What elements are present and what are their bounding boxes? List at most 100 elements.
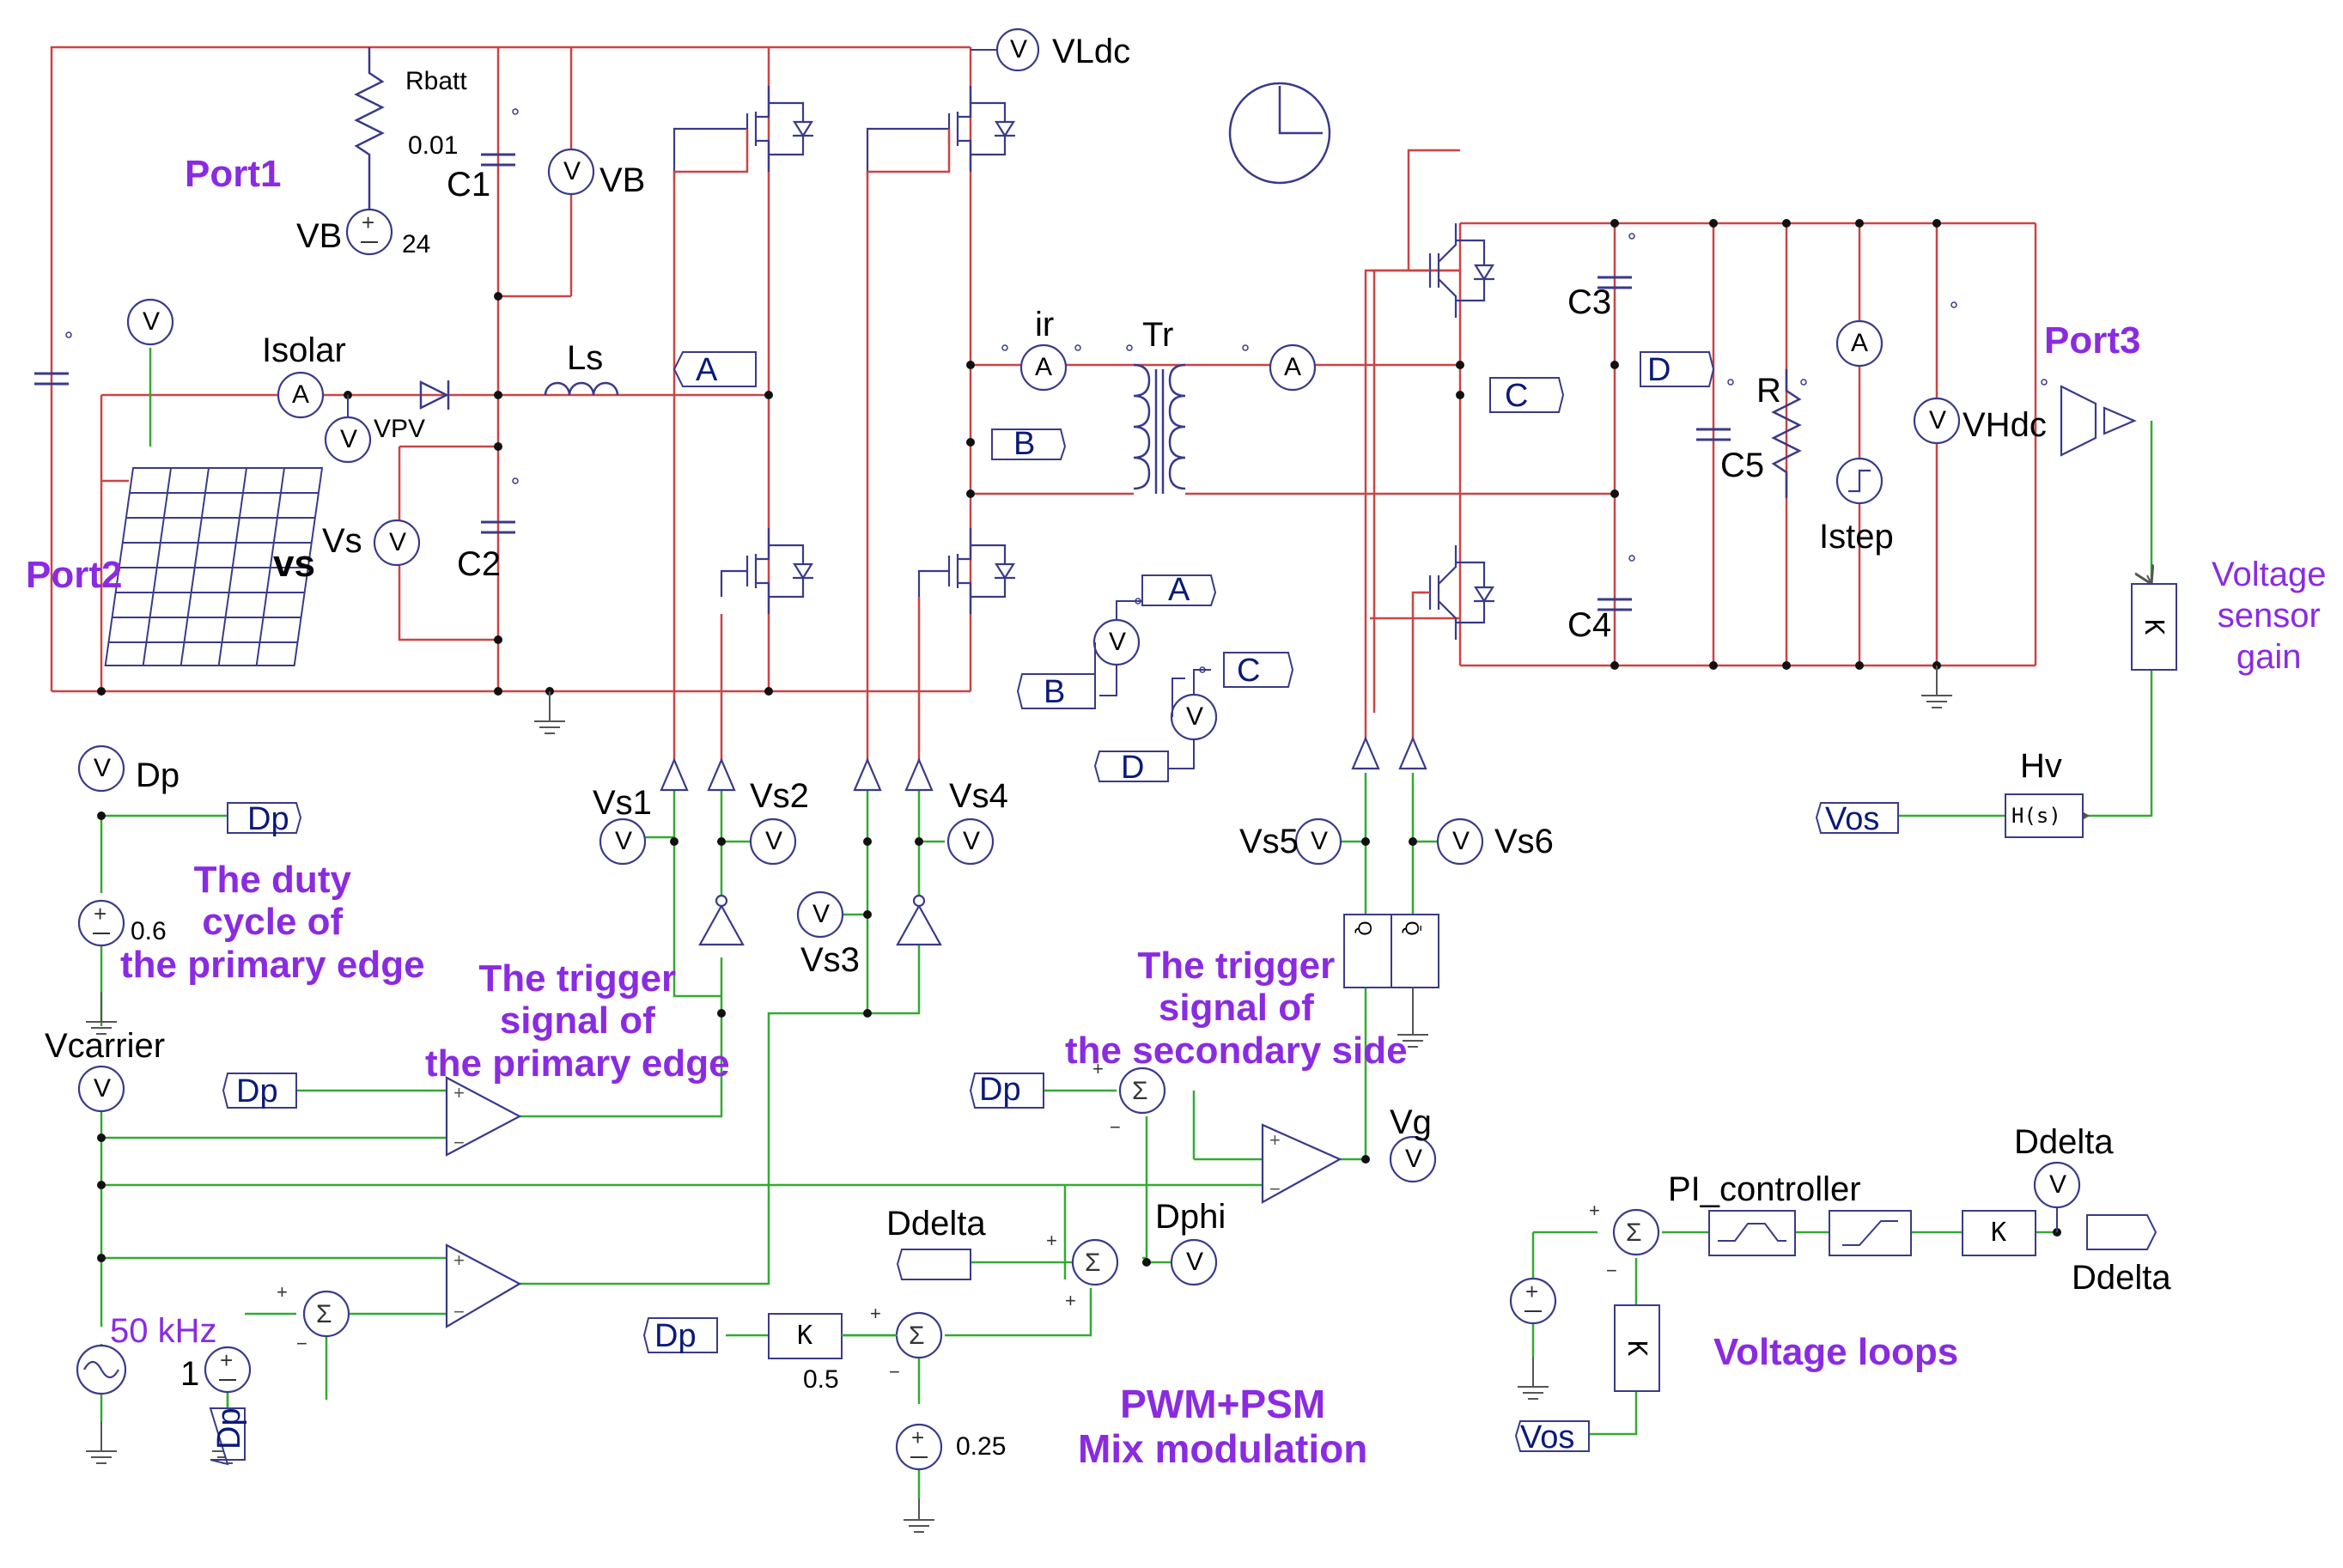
- vs2-meter-icon: V: [765, 827, 783, 855]
- svg-text:−: −: [453, 1132, 465, 1153]
- junctions: [97, 219, 2061, 1267]
- tag-c-meter: C: [1237, 653, 1261, 689]
- offset-value: 0.25: [956, 1432, 1007, 1461]
- svg-text:Σ: Σ: [1085, 1249, 1101, 1277]
- tag-dp-secondary: Dp: [979, 1072, 1021, 1108]
- dp-meter-icon: V: [94, 754, 112, 782]
- transformer: [1133, 363, 1186, 494]
- vldc-meter-icon: V: [1010, 35, 1028, 64]
- vb-source-label: VB: [296, 217, 343, 255]
- vhdc-meter-icon: V: [1929, 406, 1947, 435]
- ddelta-input-label: Ddelta: [886, 1205, 986, 1243]
- vs3-label: Vs3: [800, 941, 860, 979]
- vs1-meter-icon: V: [615, 827, 633, 855]
- secondary-current-icon: A: [1284, 353, 1302, 381]
- hs-text: H(s): [2011, 804, 2061, 828]
- istep-label: Istep: [1819, 518, 1894, 556]
- vs6-label: Vs6: [1494, 823, 1554, 860]
- solar-panel: [104, 467, 324, 666]
- solar-panel-wires: [101, 479, 129, 483]
- duty-cycle-note: The duty cycle of the primary edge: [120, 859, 425, 986]
- tag-a-meter: A: [1168, 572, 1190, 608]
- dc-sources: [77, 208, 1557, 1471]
- vcd-meter-icon: V: [1186, 702, 1204, 731]
- pi-controller-label: PI_controller: [1668, 1170, 1861, 1208]
- vs5-label: Vs5: [1239, 823, 1299, 860]
- svg-text:+: +: [453, 1249, 465, 1271]
- vs-meter-label: Vs: [322, 522, 362, 560]
- c1-label: C1: [447, 166, 491, 204]
- dp-meter-label: Dp: [136, 757, 180, 794]
- svg-text:Σ: Σ: [316, 1300, 332, 1328]
- vcarrier-meter-icon: V: [94, 1074, 112, 1103]
- ddelta-meter-label: Ddelta: [2014, 1123, 2114, 1161]
- svg-text:+: +: [1269, 1129, 1281, 1151]
- r-label: R: [1756, 372, 1781, 410]
- svg-text:−: −: [1606, 1260, 1617, 1281]
- vs-source-label: vs: [273, 543, 315, 585]
- vb-meter-icon: V: [563, 157, 581, 185]
- svg-text:+: +: [1092, 1058, 1104, 1079]
- rbatt-value: 0.01: [408, 131, 459, 160]
- istep-source: [1835, 457, 1884, 505]
- signal-wires: [100, 348, 2153, 1436]
- diode: [419, 380, 450, 410]
- rbatt-resistor: [354, 47, 385, 219]
- tag-dp-carrier: Dp: [211, 1407, 247, 1449]
- grounds: [86, 665, 1952, 1533]
- ir-label: ir: [1035, 306, 1055, 343]
- svg-text:+: +: [362, 210, 374, 235]
- port3-label: Port3: [2044, 319, 2141, 362]
- svg-text:+: +: [911, 1425, 924, 1450]
- tag-a-main: A: [696, 352, 718, 388]
- svg-text:+: +: [220, 1347, 233, 1373]
- vg-label: Vg: [1390, 1103, 1432, 1141]
- c3-label: C3: [1567, 283, 1612, 321]
- rbatt-label: Rbatt: [405, 67, 467, 95]
- comparator-signs: +− +− +−: [453, 1082, 1281, 1322]
- gate-wires: [672, 129, 951, 777]
- ls-inductor: [544, 381, 619, 396]
- vldc-label: VLdc: [1052, 33, 1131, 70]
- svg-text:+: +: [1046, 1230, 1057, 1251]
- vs2-label: Vs2: [750, 777, 809, 815]
- k-value: 0.5: [803, 1365, 839, 1394]
- svg-text:+: +: [1525, 1279, 1538, 1304]
- vb-meter-label: VB: [599, 161, 646, 199]
- transfer-block: [2005, 793, 2084, 838]
- load-resistor: [1771, 369, 1802, 498]
- c5-label: C5: [1720, 447, 1765, 484]
- tag-vos-in: Vos: [1520, 1419, 1575, 1456]
- clock-icon: [1228, 82, 1331, 185]
- vab-meter-icon: V: [1109, 628, 1127, 656]
- ac-source: [76, 1344, 127, 1395]
- gain-k2-text: K: [1991, 1218, 2007, 1248]
- voltage-loops-note: Voltage loops: [1713, 1331, 1959, 1373]
- capacitors: [34, 153, 1731, 611]
- vs1-label: Vs1: [593, 784, 652, 822]
- svg-text:−: −: [296, 1333, 307, 1354]
- vs5-meter-icon: V: [1311, 827, 1329, 855]
- dphi-meter-icon: V: [1186, 1248, 1204, 1276]
- vs6-meter-icon: V: [1452, 827, 1470, 855]
- vhdc-label: VHdc: [1963, 406, 2047, 444]
- tag-dp-out: Dp: [247, 801, 289, 837]
- secondary-igbts: [1428, 223, 1494, 640]
- summers: [302, 1067, 1660, 1359]
- dp-value: 0.6: [131, 917, 167, 945]
- isolar-label: Isolar: [262, 331, 346, 369]
- vcarrier-label: Vcarrier: [45, 1027, 166, 1065]
- svg-text:+: +: [1589, 1200, 1600, 1221]
- comparators: [445, 1076, 1342, 1328]
- vs3-meter-icon: V: [812, 900, 831, 928]
- tag-c-main: C: [1505, 378, 1529, 414]
- voltage-sensor-gain-note: Voltage sensor gain: [2212, 556, 2327, 676]
- one-label: 1: [180, 1355, 200, 1393]
- svg-text:−: −: [889, 1361, 900, 1383]
- pi-controller: [1708, 1210, 1912, 1256]
- svg-text:+: +: [1065, 1290, 1076, 1311]
- pwm-psm-note: PWM+PSM Mix modulation: [1078, 1382, 1368, 1471]
- trigger-primary-note: The trigger signal of the primary edge: [425, 957, 730, 1085]
